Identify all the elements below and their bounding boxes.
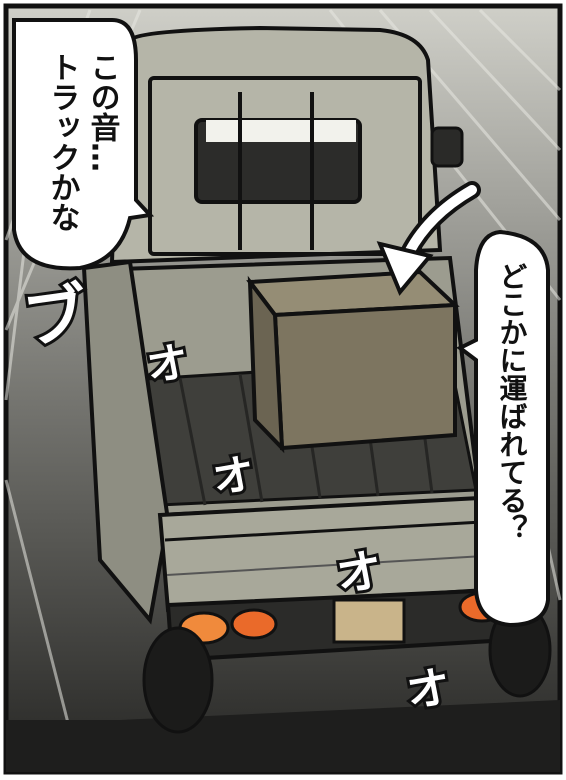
motion-arrow xyxy=(376,181,481,296)
speech-text-right: どこかに運ばれてる？ xyxy=(496,262,529,542)
road-shadow xyxy=(6,700,560,772)
cab-guard-frame xyxy=(148,76,422,256)
sfx-bu: ブ xyxy=(19,276,93,358)
sfx-o-1: オ xyxy=(143,336,193,392)
cargo-box xyxy=(246,269,460,454)
speech-text-left-line1: この音… xyxy=(85,52,120,172)
sfx-o-3: オ xyxy=(332,542,387,603)
wheel-left xyxy=(142,626,214,734)
truck-cab xyxy=(109,25,464,265)
side-mirror xyxy=(430,126,464,168)
speech-bubble-right: どこかに運ばれてる？ xyxy=(456,229,550,628)
wheels xyxy=(142,602,552,734)
speech-text-left-line2: トラックかな xyxy=(45,52,80,232)
bed-left-side xyxy=(81,259,171,625)
speech-bubble-left: この音… トラックかな xyxy=(12,18,155,271)
window-highlight xyxy=(206,120,356,142)
sfx-o-4: オ xyxy=(403,661,455,719)
tail-light-left-inner xyxy=(230,608,278,640)
sfx-o-2: オ xyxy=(209,448,259,504)
rear-bumper xyxy=(165,587,511,663)
license-plate xyxy=(332,598,406,644)
